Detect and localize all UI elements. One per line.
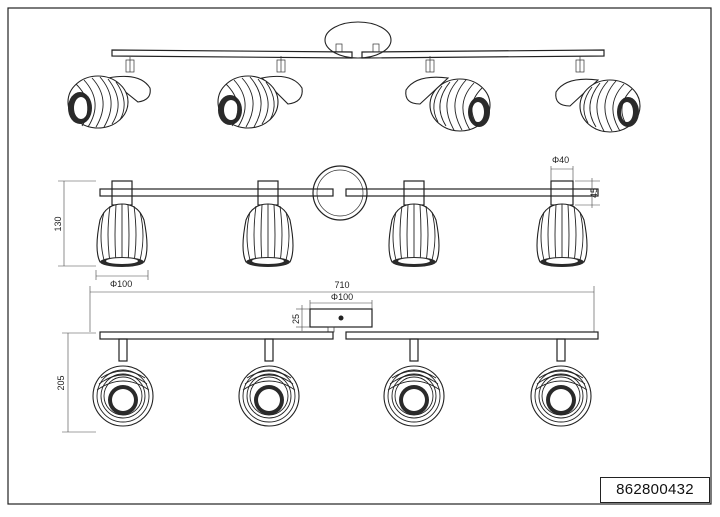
dim-arm-diameter-label: Φ40 bbox=[552, 155, 569, 165]
front-spot-4 bbox=[536, 180, 588, 267]
dim-length-710-label: 710 bbox=[334, 280, 349, 290]
canopy-nut bbox=[327, 326, 335, 333]
bottom-spot-4 bbox=[530, 338, 592, 427]
dim-canopy-diameter: Φ100 bbox=[309, 292, 373, 310]
perspective-bar-right bbox=[361, 49, 605, 59]
canopy-center-screw bbox=[338, 315, 344, 321]
bottom-spot-1 bbox=[92, 338, 154, 427]
perspective-spot-3 bbox=[405, 56, 491, 132]
product-code: 862800432 bbox=[616, 481, 694, 498]
dim-height-130: 130 bbox=[53, 180, 96, 267]
bottom-bar-right bbox=[345, 331, 599, 340]
dim-shade-diameter-label: Φ100 bbox=[110, 279, 132, 289]
dim-canopy-height-label: 25 bbox=[291, 314, 301, 324]
perspective-bar-left bbox=[111, 49, 353, 59]
front-view: 130 Φ100 Φ40 45 bbox=[53, 155, 600, 289]
perspective-canopy bbox=[324, 21, 392, 59]
dim-height-130-label: 130 bbox=[53, 216, 63, 231]
dim-arm-diameter: Φ40 bbox=[550, 155, 574, 181]
dim-canopy-diameter-label: Φ100 bbox=[331, 292, 353, 302]
front-spot-2 bbox=[242, 180, 294, 267]
perspective-spot-2 bbox=[217, 56, 303, 129]
dim-arm-height: 45 bbox=[575, 178, 600, 208]
front-bar-right bbox=[345, 188, 599, 197]
front-canopy-inner bbox=[316, 169, 364, 217]
dim-height-205-label: 205 bbox=[56, 375, 66, 390]
drawing-frame bbox=[7, 7, 712, 505]
perspective-spot-4 bbox=[555, 56, 641, 133]
bottom-bar-left bbox=[99, 331, 334, 340]
bottom-spot-2 bbox=[238, 338, 300, 427]
perspective-spot-1 bbox=[67, 57, 151, 129]
product-code-box: 862800432 bbox=[600, 477, 710, 503]
dim-height-205: 205 bbox=[56, 332, 96, 433]
front-spot-3 bbox=[388, 180, 440, 267]
dim-shade-diameter: Φ100 bbox=[95, 270, 149, 289]
dim-canopy-height: 25 bbox=[291, 305, 310, 331]
bottom-spot-3 bbox=[383, 338, 445, 427]
bottom-canopy bbox=[309, 308, 373, 328]
front-canopy-outer bbox=[312, 165, 368, 221]
dim-arm-height-label: 45 bbox=[589, 188, 599, 198]
front-bar-left bbox=[99, 188, 334, 197]
dim-length-710: 710 bbox=[89, 280, 595, 332]
front-spot-1 bbox=[96, 180, 148, 267]
bottom-view: 710 Φ100 25 205 bbox=[56, 280, 599, 433]
perspective-view bbox=[67, 21, 641, 133]
